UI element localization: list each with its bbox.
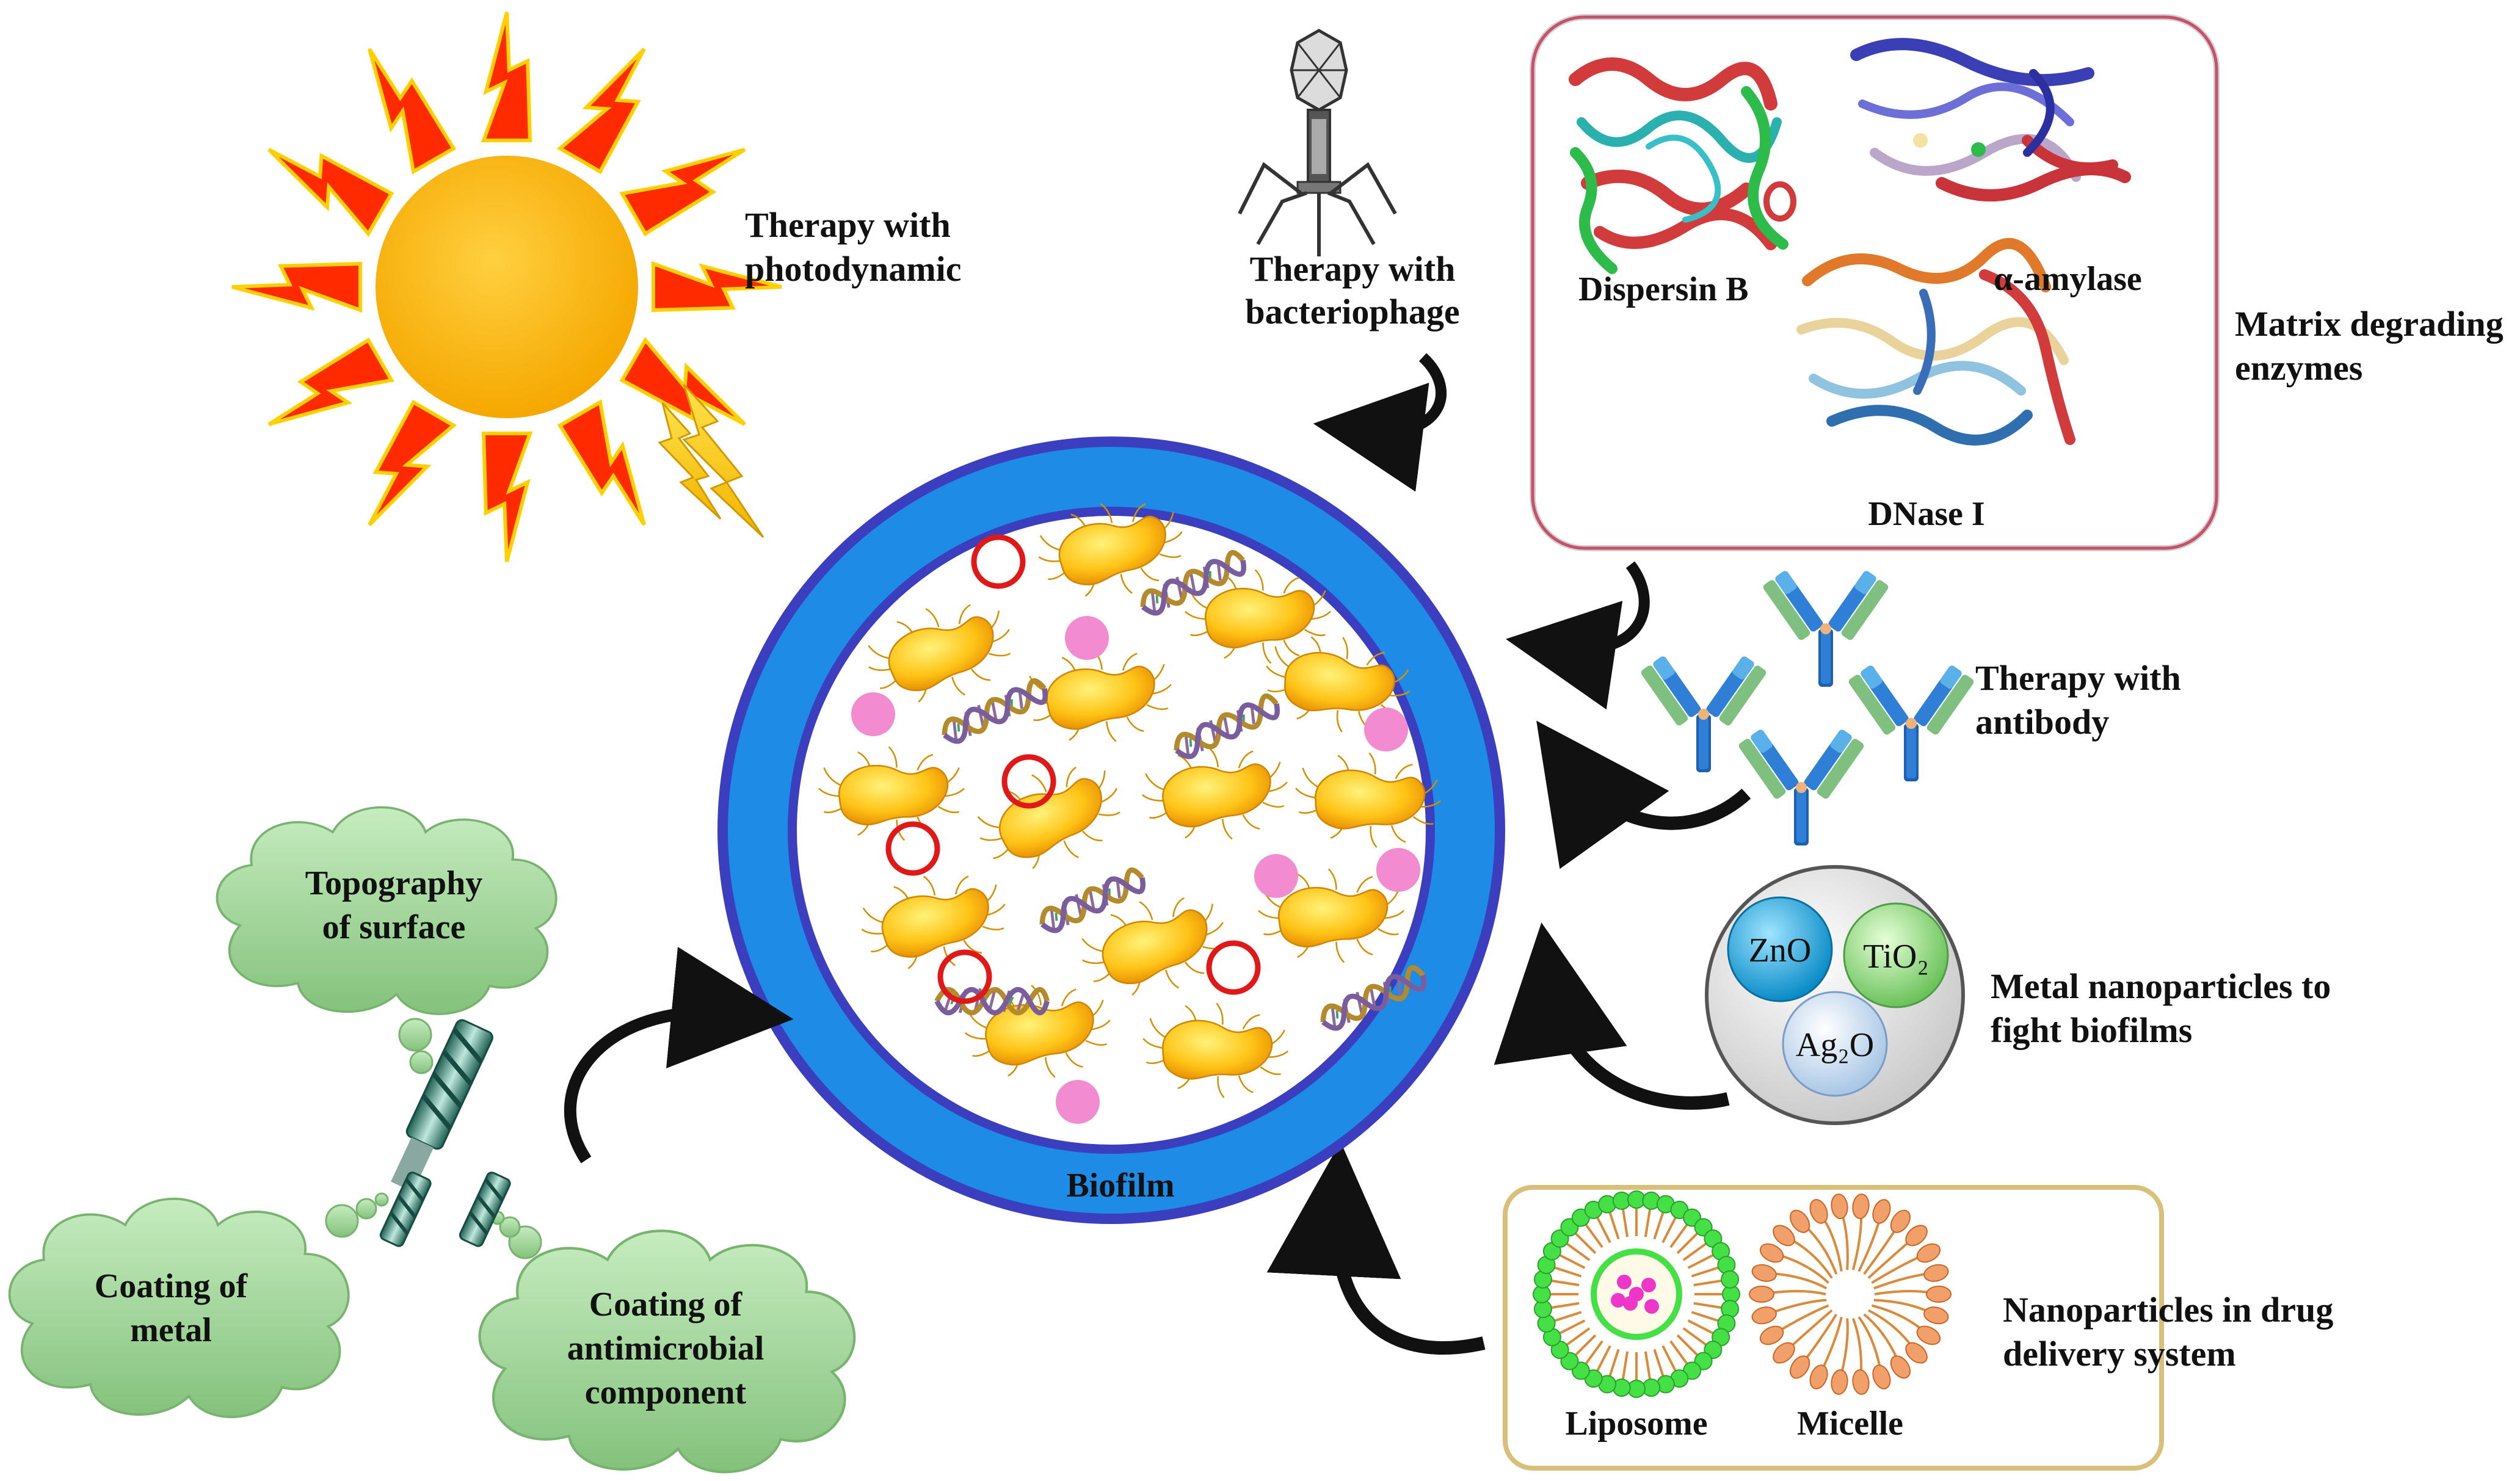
svg-text:Nanoparticles in drug: Nanoparticles in drug bbox=[2003, 1290, 2333, 1330]
sun-ray bbox=[652, 261, 782, 313]
pink-particle bbox=[1254, 854, 1298, 898]
pink-particle bbox=[1364, 708, 1408, 751]
coating-metal-cloud: Coating of metal bbox=[8, 1197, 350, 1418]
metal-nanoparticles-icon: ZnO TiO₂ Ag₂O bbox=[1705, 865, 1965, 1125]
drug-delivery-box: Liposome Micelle bbox=[1503, 1185, 2164, 1471]
svg-text:photodynamic: photodynamic bbox=[745, 249, 962, 289]
dnase-label: DNase I bbox=[1868, 495, 1984, 533]
sun-ray bbox=[556, 48, 646, 175]
sun-icon bbox=[231, 12, 782, 562]
svg-text:Coating of: Coating of bbox=[589, 1286, 743, 1323]
svg-text:Metal nanoparticles to: Metal nanoparticles to bbox=[1991, 966, 2331, 1006]
sun-ray bbox=[231, 261, 362, 313]
svg-text:Therapy with: Therapy with bbox=[1975, 658, 2181, 698]
pink-particle bbox=[851, 692, 895, 736]
svg-text:Matrix degrading: Matrix degrading bbox=[2235, 304, 2504, 344]
photodynamic-label: Therapy with photodynamic bbox=[745, 205, 962, 289]
svg-text:component: component bbox=[585, 1374, 747, 1411]
svg-text:antimicrobial: antimicrobial bbox=[567, 1330, 764, 1367]
pink-particle bbox=[1056, 1080, 1100, 1124]
dispersin-label: Dispersin B bbox=[1578, 270, 1749, 308]
red-ring bbox=[971, 534, 1026, 589]
sun-disc bbox=[376, 156, 638, 418]
svg-text:TiO₂: TiO₂ bbox=[1863, 938, 1929, 976]
arrow-surface bbox=[564, 947, 794, 1164]
red-ring bbox=[1206, 940, 1261, 995]
svg-text:delivery system: delivery system bbox=[2003, 1334, 2236, 1374]
bacteriophage-icon bbox=[1238, 29, 1397, 256]
metal-nanoparticles-label: Metal nanoparticles to fight biofilms bbox=[1991, 966, 2331, 1050]
biofilm-contents bbox=[818, 490, 1445, 1124]
svg-text:antibody: antibody bbox=[1975, 702, 2109, 742]
bacteriophage-label: Therapy with bacteriophage bbox=[1245, 249, 1459, 331]
arrow-bacteriophage bbox=[1313, 353, 1447, 492]
svg-text:of surface: of surface bbox=[322, 908, 466, 946]
sun-ray bbox=[267, 337, 394, 426]
svg-text:bacteriophage: bacteriophage bbox=[1245, 292, 1459, 331]
svg-text:fight biofilms: fight biofilms bbox=[1991, 1010, 2192, 1050]
svg-text:Therapy with: Therapy with bbox=[745, 205, 951, 245]
liposome-icon bbox=[1533, 1190, 1740, 1398]
red-ring bbox=[1001, 754, 1056, 809]
amylase-label: α-amylase bbox=[1994, 260, 2142, 298]
arrow-drug-delivery bbox=[1266, 1142, 1486, 1355]
red-ring bbox=[885, 821, 940, 876]
sun-ray bbox=[368, 399, 457, 526]
micelle-icon bbox=[1749, 1193, 1952, 1395]
sun-ray bbox=[619, 336, 746, 426]
antibody-cluster-icon bbox=[1639, 570, 1975, 846]
svg-text:Ag₂O: Ag₂O bbox=[1796, 1026, 1874, 1064]
arrow-metal bbox=[1494, 922, 1730, 1110]
arrow-enzymes bbox=[1505, 561, 1650, 710]
pink-particle bbox=[1065, 616, 1109, 660]
svg-text:Therapy with: Therapy with bbox=[1250, 249, 1456, 289]
lightning-icon bbox=[658, 383, 764, 538]
alpha-amylase-structure bbox=[1850, 38, 2131, 201]
arrow-antibody bbox=[1536, 720, 1751, 869]
sun-ray bbox=[557, 399, 646, 526]
drug-delivery-label: Nanoparticles in drug delivery system bbox=[2003, 1290, 2333, 1374]
svg-text:metal: metal bbox=[130, 1311, 212, 1349]
liposome-label: Liposome bbox=[1565, 1405, 1707, 1443]
dispersin-b-structure bbox=[1569, 57, 1796, 274]
pink-particle bbox=[1376, 848, 1420, 892]
sun-ray bbox=[481, 12, 532, 142]
drill-bits-icon bbox=[379, 1019, 511, 1247]
coating-antimicrobial-cloud: Coating of antimicrobial component bbox=[480, 1231, 854, 1472]
dnase-i-structure bbox=[1796, 237, 2075, 446]
micelle-label: Micelle bbox=[1797, 1405, 1903, 1443]
sun-ray bbox=[619, 148, 746, 237]
svg-text:Coating of: Coating of bbox=[95, 1267, 249, 1305]
sun-ray bbox=[368, 48, 457, 175]
sun-ray bbox=[481, 432, 533, 562]
red-ring bbox=[937, 949, 992, 1004]
biofilm-label: Biofilm bbox=[1066, 1167, 1174, 1204]
biofilm-circle: Biofilm bbox=[717, 436, 1505, 1224]
svg-text:ZnO: ZnO bbox=[1749, 932, 1812, 969]
matrix-enzymes-label: Matrix degrading enzymes bbox=[2235, 304, 2504, 388]
svg-text:enzymes: enzymes bbox=[2235, 348, 2362, 388]
svg-text:Topography: Topography bbox=[305, 864, 483, 902]
sun-ray bbox=[267, 148, 394, 237]
antibody-label: Therapy with antibody bbox=[1975, 658, 2181, 742]
enzyme-box: Dispersin B α-amylase DNase I bbox=[1530, 14, 2220, 551]
topography-cloud: Topography of surface bbox=[216, 806, 557, 1015]
